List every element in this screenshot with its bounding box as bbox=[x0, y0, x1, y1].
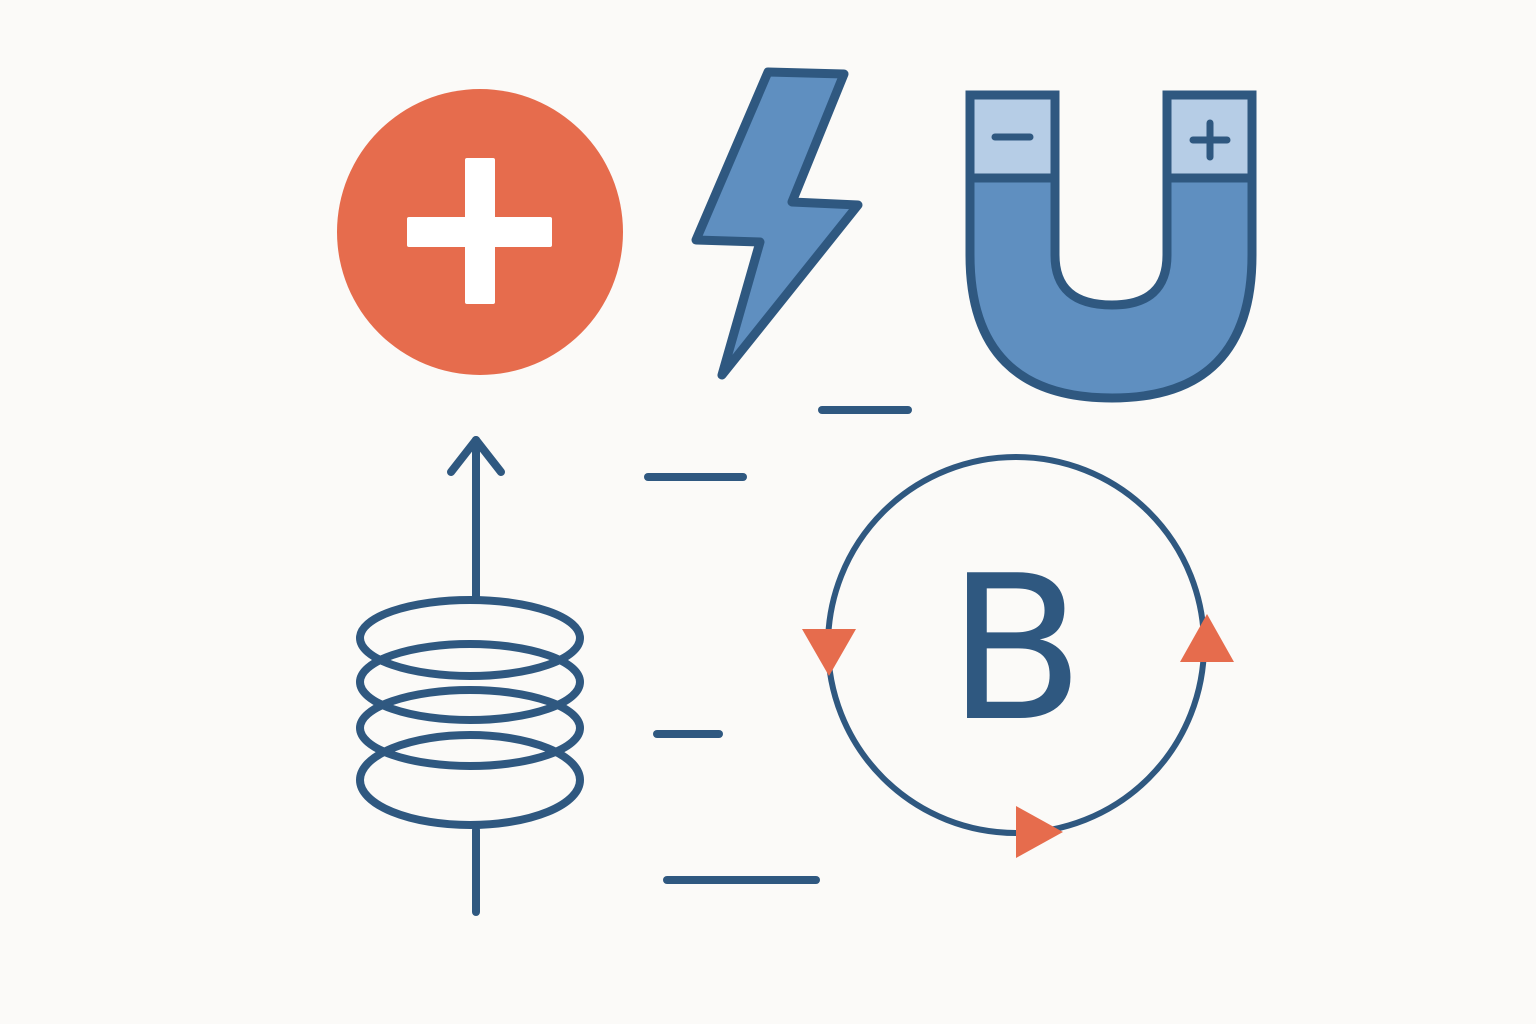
arrow-up-icon bbox=[447, 436, 505, 476]
positive-charge-icon bbox=[337, 89, 623, 375]
positive-pole-icon bbox=[1189, 119, 1231, 161]
solenoid-coil-icon bbox=[356, 436, 584, 916]
field-arrow-icon bbox=[1180, 614, 1234, 662]
lightning-bolt-icon bbox=[691, 67, 863, 380]
horseshoe-magnet-icon bbox=[965, 90, 1257, 403]
field-label: B bbox=[947, 533, 1084, 766]
magnetic-field-loop-icon: B bbox=[802, 454, 1234, 858]
dash-lines bbox=[644, 406, 912, 884]
field-arrow-icon bbox=[1016, 806, 1063, 858]
field-arrow-icon bbox=[802, 629, 856, 676]
